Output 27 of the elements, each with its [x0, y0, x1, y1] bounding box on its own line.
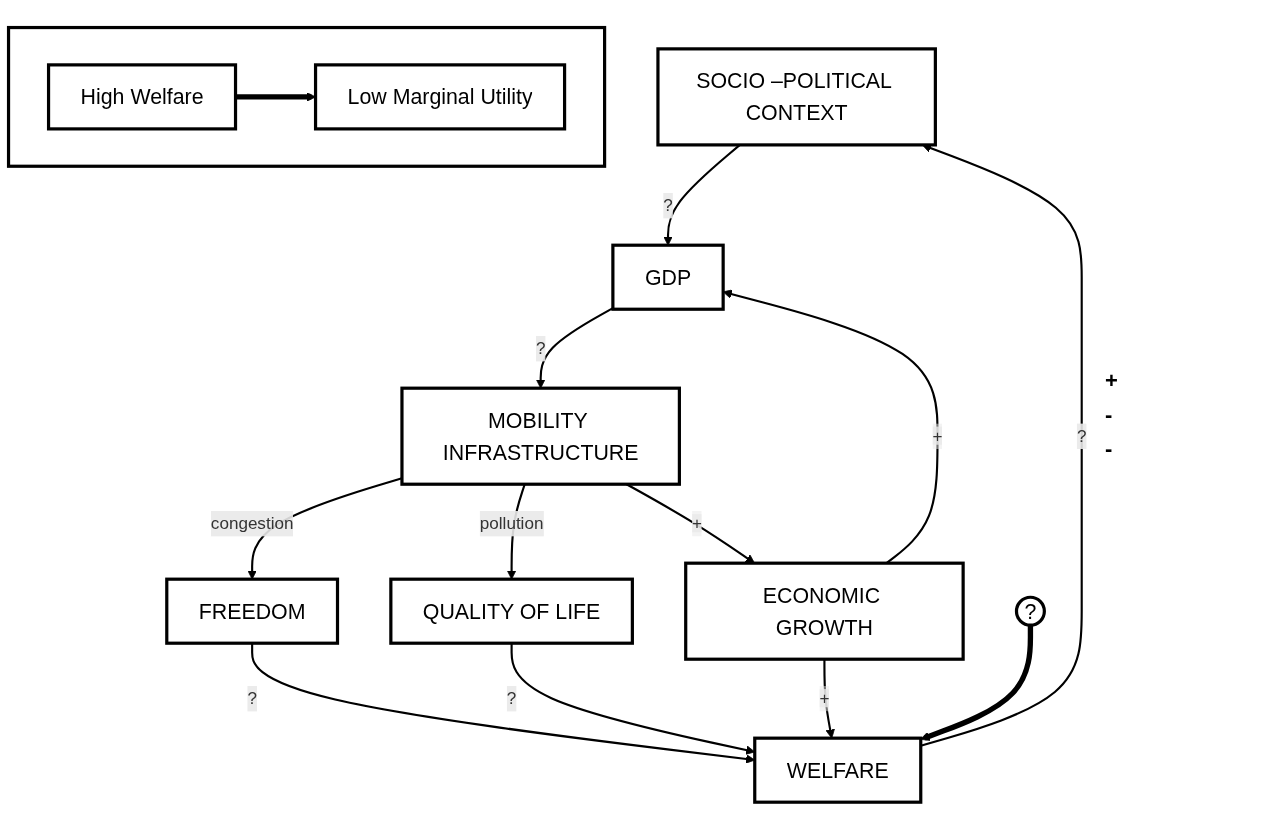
- edge-label: ?: [247, 689, 257, 708]
- edge-label: ?: [535, 339, 546, 358]
- arrow: [920, 625, 1034, 741]
- sign-label: +: [1105, 368, 1119, 394]
- edge-label: +: [932, 426, 943, 445]
- arrow: [235, 92, 316, 102]
- edge-label: ?: [663, 196, 673, 215]
- node-box: MOBILITY INFRASTRUCTURE: [400, 386, 681, 486]
- node-box: SOCIO –POLITICAL CONTEXT: [656, 47, 937, 147]
- sign-label: -: [1105, 402, 1114, 428]
- node-box: FREEDOM: [165, 577, 340, 645]
- node-box: QUALITY OF LIFE: [389, 577, 634, 645]
- cluster: [6, 26, 607, 168]
- node-box: Low Marginal Utility: [313, 63, 567, 131]
- node-box: ECONOMIC GROWTH: [684, 561, 965, 661]
- edge-label: congestion: [210, 514, 294, 533]
- edge-label: +: [819, 689, 830, 708]
- arrow: [536, 307, 614, 389]
- node-box: High Welfare: [46, 63, 238, 131]
- edge-label: ?: [1076, 426, 1087, 445]
- sign-label: -: [1105, 436, 1114, 462]
- node-box: GDP: [611, 243, 725, 311]
- edge-label: ?: [506, 689, 517, 708]
- node-box: WELFARE: [753, 736, 923, 804]
- node-circle: ?: [1014, 595, 1046, 627]
- edge-label: +: [692, 514, 703, 533]
- edge-label: pollution: [479, 514, 544, 533]
